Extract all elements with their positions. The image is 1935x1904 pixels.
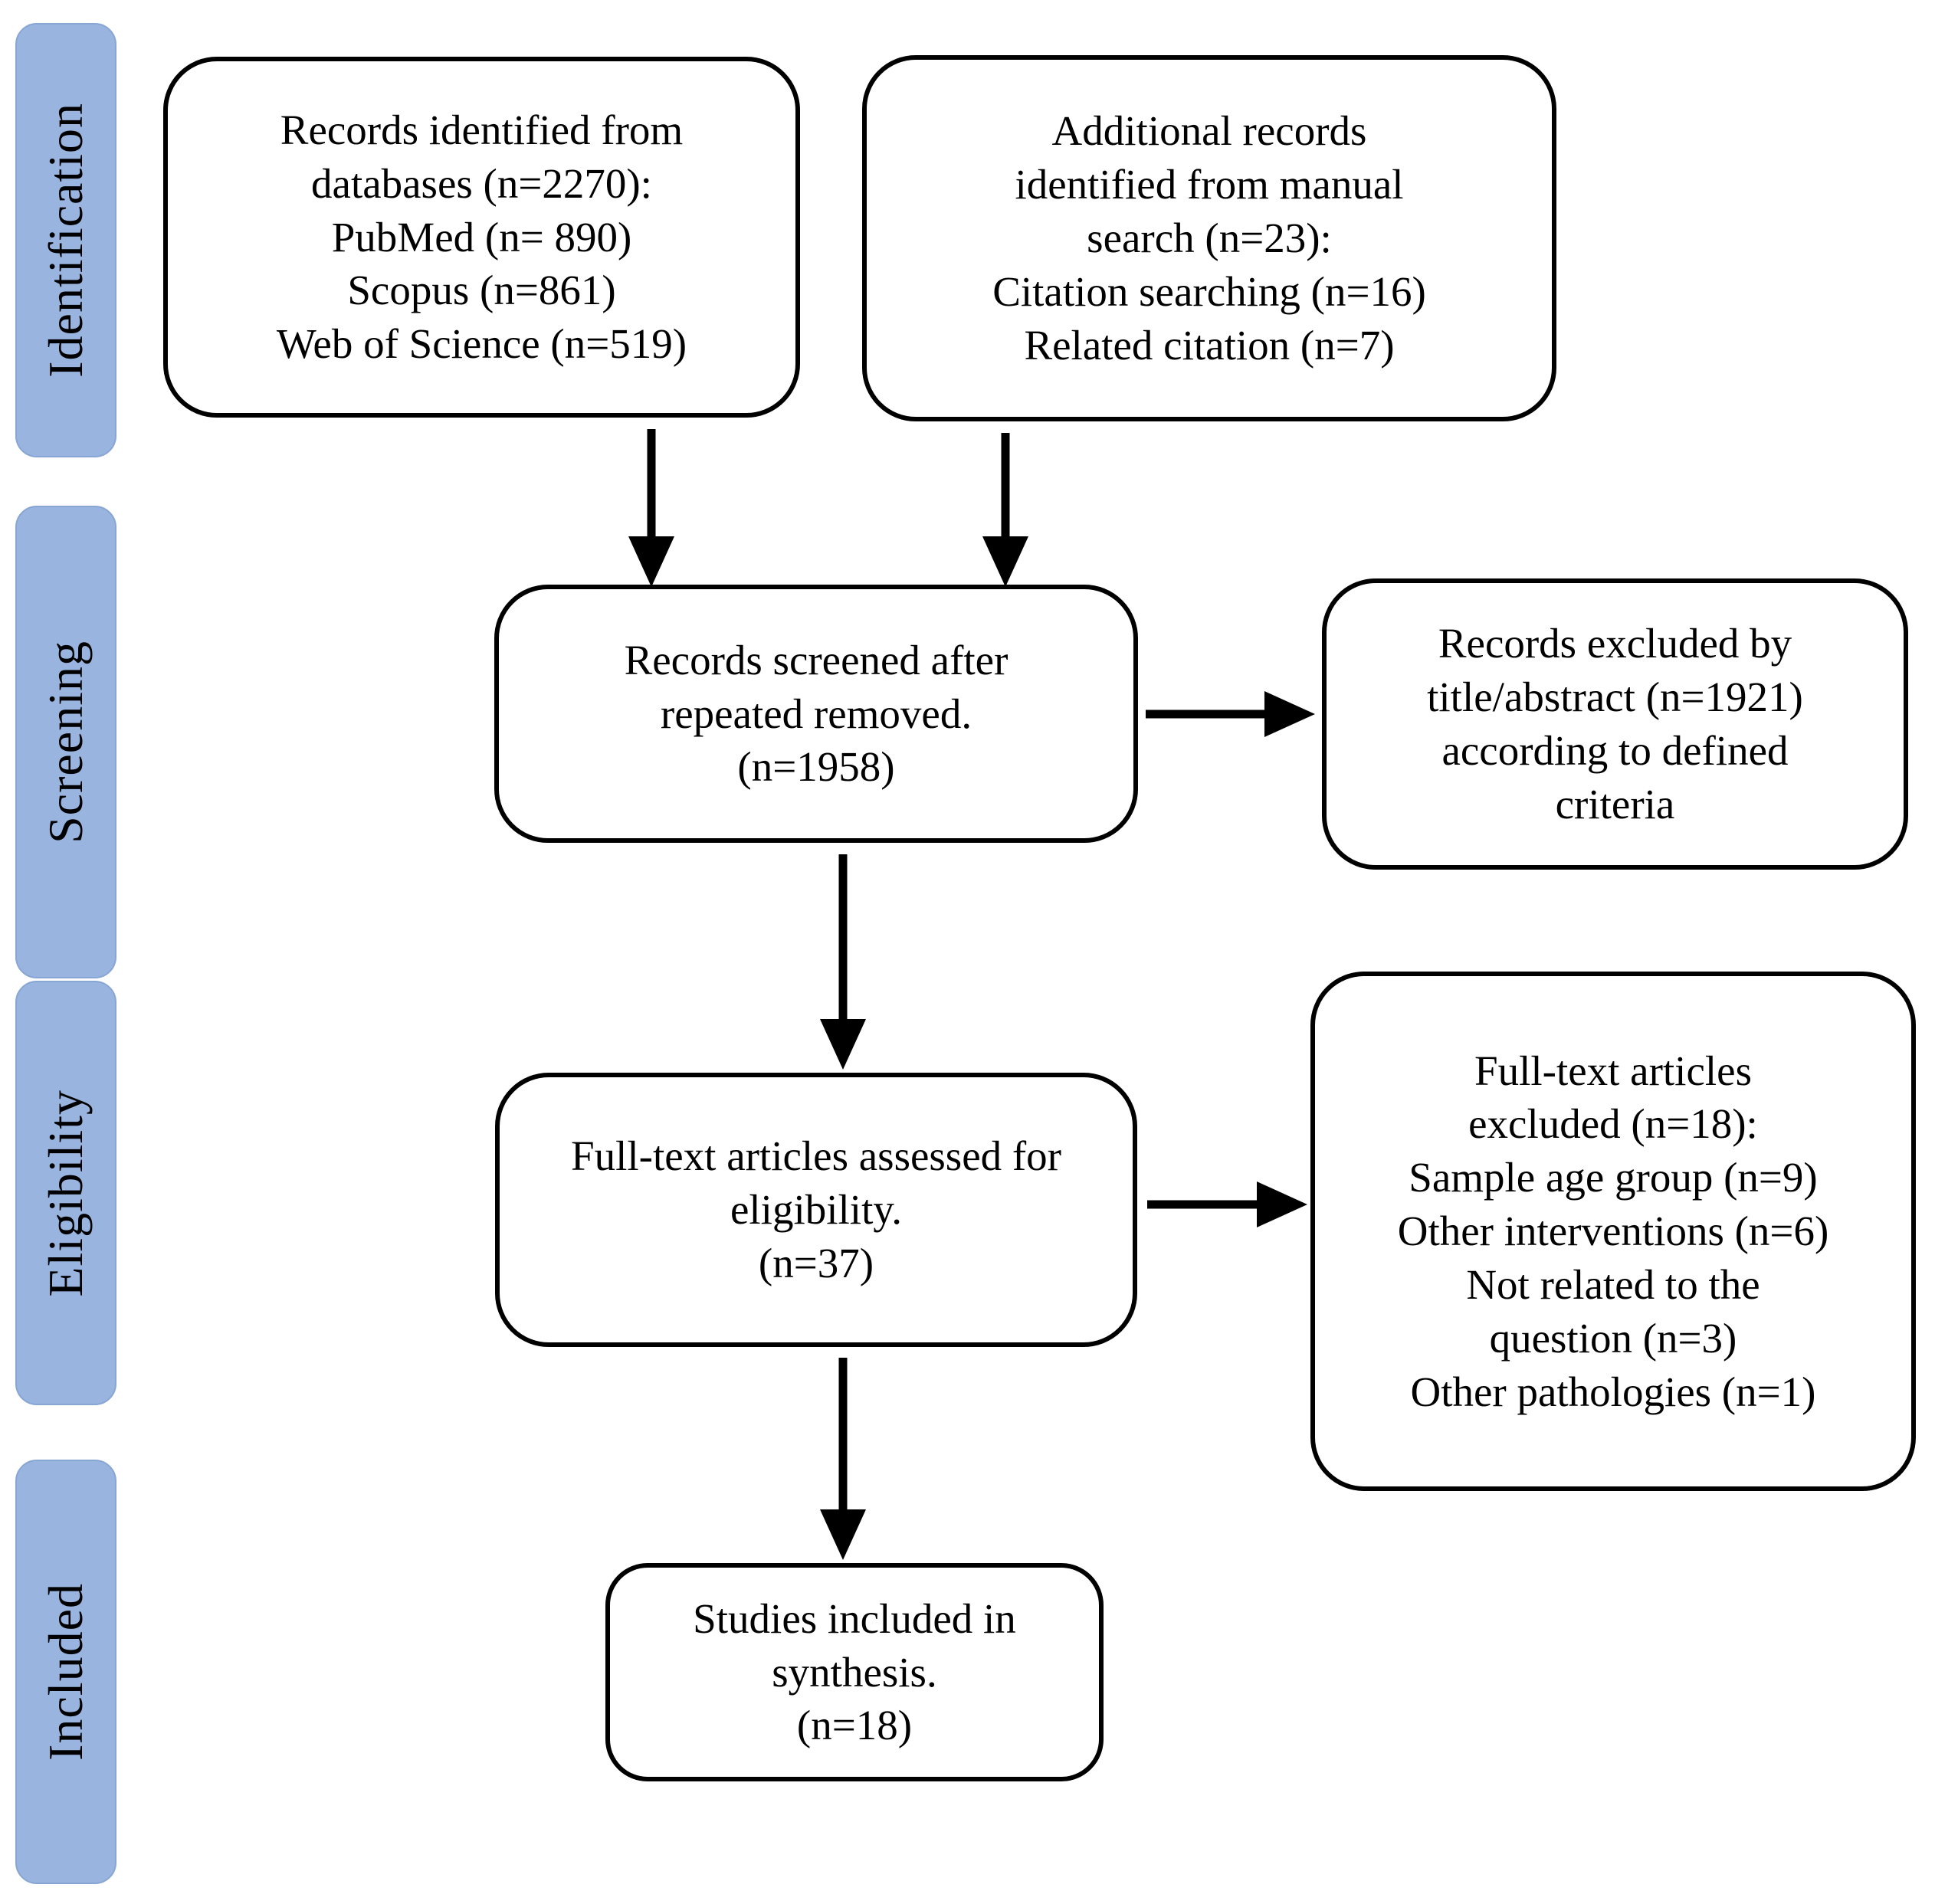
stage-included: Included xyxy=(15,1460,116,1884)
stage-label: Eligibility xyxy=(38,1089,93,1297)
arrow-screened-to-excluded xyxy=(1146,691,1315,737)
arrow-assessed-to-excluded xyxy=(1147,1181,1307,1227)
stage-label: Screening xyxy=(38,641,93,844)
box-fulltext-excluded: Full-text articles excluded (n=18): Samp… xyxy=(1310,972,1916,1491)
box-records-screened: Records screened after repeated removed.… xyxy=(494,585,1138,843)
stage-screening: Screening xyxy=(15,506,116,978)
stage-eligibility: Eligibility xyxy=(15,981,116,1405)
box-studies-included: Studies included in synthesis. (n=18) xyxy=(605,1563,1104,1781)
box-records-excluded: Records excluded by title/abstract (n=19… xyxy=(1322,578,1908,870)
arrow-assessed-to-included xyxy=(820,1358,866,1560)
stage-label: Included xyxy=(38,1583,93,1761)
arrow-screened-to-assessed xyxy=(820,854,866,1070)
box-additional-records: Additional records identified from manua… xyxy=(862,55,1556,421)
stage-identification: Identification xyxy=(15,23,116,457)
arrow-manual-to-screened xyxy=(982,433,1028,587)
stage-label: Identification xyxy=(38,103,93,378)
box-records-identified: Records identified from databases (n=227… xyxy=(163,57,800,418)
arrow-databases-to-screened xyxy=(628,429,674,587)
box-fulltext-assessed: Full-text articles assessed for eligibil… xyxy=(495,1073,1137,1347)
